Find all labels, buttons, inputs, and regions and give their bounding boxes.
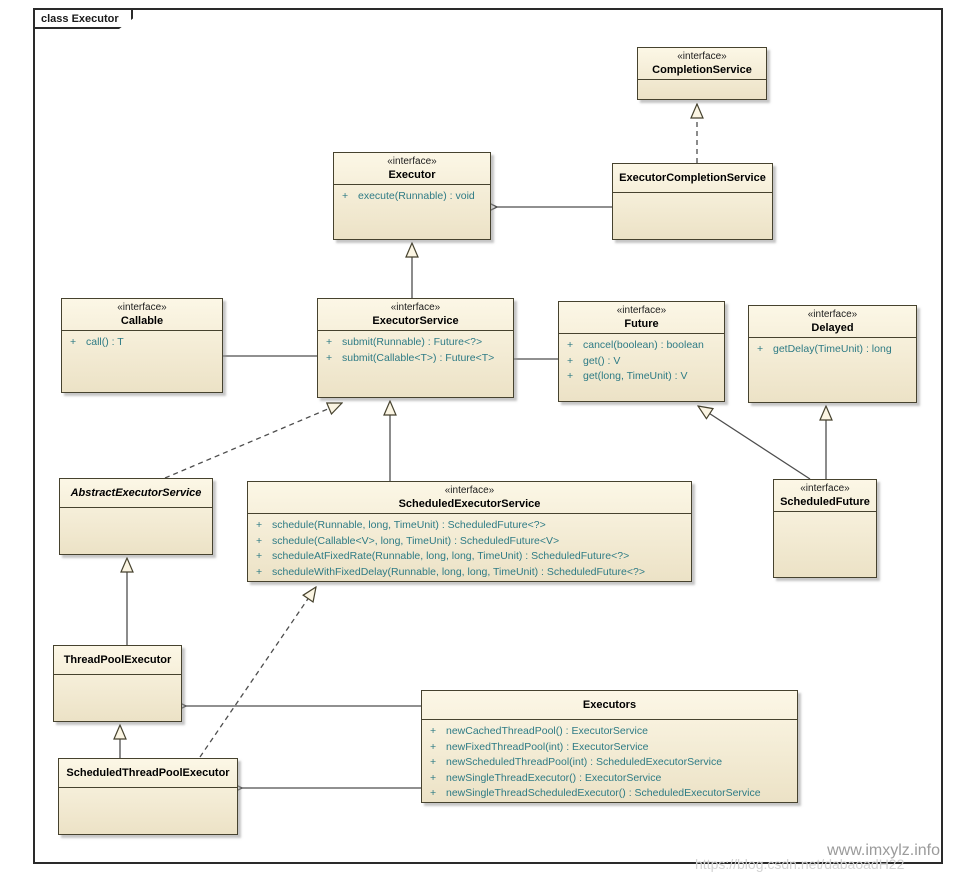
class-name: Executors	[582, 699, 637, 711]
class-header: Executors	[422, 691, 797, 719]
stereotype-label: «interface»	[444, 485, 495, 496]
stereotype-label: «interface»	[387, 156, 437, 167]
class-body	[60, 507, 212, 554]
watermark-blog-url: https://blog.csdn.net/dabaoadH22	[695, 856, 905, 872]
class-box-executor: «interface» Executor +execute(Runnable) …	[333, 152, 491, 240]
class-name: ScheduledThreadPoolExecutor	[66, 767, 230, 779]
stereotype-label: «interface»	[800, 483, 850, 494]
class-box-delayed: «interface» Delayed +getDelay(TimeUnit) …	[748, 305, 917, 403]
class-header: ExecutorCompletionService	[613, 164, 772, 192]
class-name: Callable	[120, 315, 164, 327]
method-row: +execute(Runnable) : void	[342, 190, 475, 202]
class-box-abstractexecutorservice: AbstractExecutorService	[59, 478, 213, 555]
class-box-executorcompletionservice: ExecutorCompletionService	[612, 163, 773, 240]
method-row: +newSingleThreadExecutor() : ExecutorSer…	[430, 771, 662, 784]
stereotype-label: «interface»	[807, 309, 858, 320]
class-name: Future	[624, 318, 659, 330]
stereotype-label: «interface»	[117, 302, 167, 313]
class-body	[774, 511, 876, 577]
stereotype-label: «interface»	[390, 302, 441, 313]
class-box-threadpoolexecutor: ThreadPoolExecutor	[53, 645, 182, 722]
class-name: Delayed	[811, 322, 854, 334]
class-header: ScheduledThreadPoolExecutor	[59, 759, 237, 787]
method-row: +submit(Callable<T>) : Future<T>	[326, 351, 495, 364]
class-box-executors: Executors +newCachedThreadPool() : Execu…	[421, 690, 798, 803]
method-row: +schedule(Callable<V>, long, TimeUnit) :…	[256, 534, 560, 547]
stereotype-label: «interface»	[677, 51, 727, 62]
class-box-callable: «interface» Callable +call() : T	[61, 298, 223, 393]
class-name: Executor	[388, 169, 436, 181]
class-header: «interface» CompletionService	[638, 48, 766, 79]
method-row: +get(long, TimeUnit) : V	[567, 370, 688, 382]
stereotype-label: «interface»	[616, 305, 667, 316]
class-header: «interface» Executor	[334, 153, 490, 184]
class-name: ScheduledExecutorService	[398, 498, 541, 510]
class-body: +call() : T	[62, 330, 222, 392]
class-body: +newCachedThreadPool() : ExecutorService…	[422, 719, 797, 805]
class-header: ThreadPoolExecutor	[54, 646, 181, 674]
watermark-site: www.imxylz.info	[827, 842, 940, 859]
method-row: +submit(Runnable) : Future<?>	[326, 336, 483, 348]
method-row: +call() : T	[70, 336, 124, 348]
class-name: ThreadPoolExecutor	[63, 654, 172, 666]
class-box-completionservice: «interface» CompletionService	[637, 47, 767, 100]
method-row: +newSingleThreadScheduledExecutor() : Sc…	[430, 787, 761, 799]
class-header: AbstractExecutorService	[60, 479, 212, 507]
class-header: «interface» Delayed	[749, 306, 916, 337]
class-header: «interface» ExecutorService	[318, 299, 513, 330]
class-box-scheduledexecutorservice: «interface» ScheduledExecutorService +sc…	[247, 481, 692, 582]
class-body: +schedule(Runnable, long, TimeUnit) : Sc…	[248, 513, 691, 583]
diagram-frame	[33, 8, 943, 864]
class-name: ScheduledFuture	[780, 496, 870, 508]
class-box-scheduledthreadpoolexecutor: ScheduledThreadPoolExecutor	[58, 758, 238, 835]
class-name: AbstractExecutorService	[70, 487, 202, 499]
class-body: +getDelay(TimeUnit) : long	[749, 337, 916, 402]
method-row: +cancel(boolean) : boolean	[567, 339, 704, 351]
method-row: +scheduleWithFixedDelay(Runnable, long, …	[256, 565, 645, 578]
class-header: «interface» ScheduledFuture	[774, 480, 876, 511]
method-row: +get() : V	[567, 354, 621, 367]
class-box-executorservice: «interface» ExecutorService +submit(Runn…	[317, 298, 514, 398]
class-header: «interface» Callable	[62, 299, 222, 330]
class-body	[54, 674, 181, 721]
class-header: «interface» ScheduledExecutorService	[248, 482, 691, 513]
class-header: «interface» Future	[559, 302, 724, 333]
method-row: +schedule(Runnable, long, TimeUnit) : Sc…	[256, 519, 546, 531]
method-row: +newFixedThreadPool(int) : ExecutorServi…	[430, 740, 649, 753]
method-row: +newCachedThreadPool() : ExecutorService	[430, 725, 648, 737]
class-body: +cancel(boolean) : boolean +get() : V +g…	[559, 333, 724, 401]
class-name: ExecutorCompletionService	[619, 172, 766, 184]
class-body	[638, 79, 766, 99]
class-box-future: «interface» Future +cancel(boolean) : bo…	[558, 301, 725, 402]
method-row: +getDelay(TimeUnit) : long	[757, 343, 892, 355]
class-body: +execute(Runnable) : void	[334, 184, 490, 239]
method-row: +newScheduledThreadPool(int) : Scheduled…	[430, 756, 723, 768]
class-body: +submit(Runnable) : Future<?> +submit(Ca…	[318, 330, 513, 397]
method-row: +scheduleAtFixedRate(Runnable, long, lon…	[256, 550, 630, 562]
class-box-scheduledfuture: «interface» ScheduledFuture	[773, 479, 877, 578]
class-body	[613, 192, 772, 239]
class-name: ExecutorService	[372, 315, 459, 327]
diagram-frame-label: class Executor	[33, 8, 133, 29]
class-name: CompletionService	[652, 64, 752, 76]
class-body	[59, 787, 237, 834]
